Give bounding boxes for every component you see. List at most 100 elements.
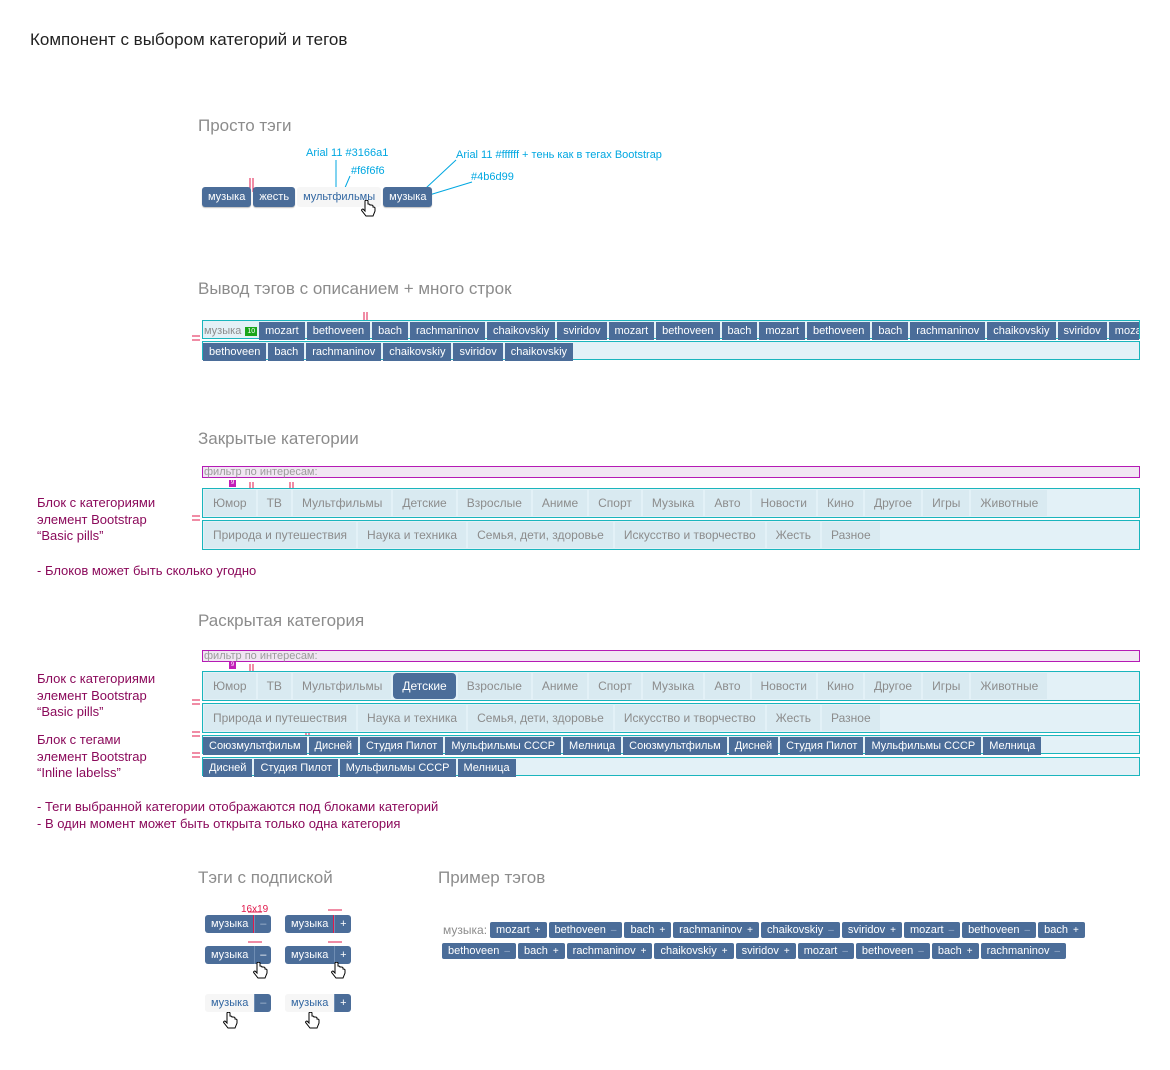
example-tag[interactable]: rachmaninov– (980, 943, 1067, 959)
category-pill[interactable]: Разное (822, 522, 880, 548)
category-pill[interactable]: Новости (751, 673, 816, 699)
example-tag[interactable]: sviridov+ (735, 943, 796, 959)
tag-item[interactable]: bethoveen (306, 322, 371, 340)
tag-item[interactable]: rachmaninov (306, 343, 382, 361)
category-pill[interactable]: Природа и путешествия (204, 522, 357, 548)
example-tag[interactable]: rachmaninov+ (566, 943, 653, 959)
tag-cartoons-hover[interactable]: мультфильмы (297, 187, 382, 207)
minus-icon[interactable]: – (253, 915, 272, 933)
category-pill[interactable]: Юмор (204, 490, 256, 516)
tag-item[interactable]: chaikovskiy (504, 343, 574, 361)
category-pill[interactable]: Спорт (589, 673, 641, 699)
tag-item[interactable]: chaikovskiy (486, 322, 556, 340)
example-tag[interactable]: chaikovskiy+ (654, 943, 734, 959)
tag-item[interactable]: bach (872, 322, 909, 340)
tag-item[interactable]: Мульфильмы СССР (445, 737, 562, 755)
category-pill[interactable]: Кино (817, 673, 863, 699)
plus-icon[interactable]: + (334, 946, 352, 964)
category-pill[interactable]: ТВ (257, 673, 291, 699)
category-pill[interactable]: Аниме (532, 490, 588, 516)
category-pill[interactable]: Кино (817, 490, 863, 516)
subscribe-tag-plus-hover[interactable]: музыка + (285, 915, 352, 933)
category-pill-active[interactable]: Детские (393, 673, 456, 699)
category-pill[interactable]: Разное (822, 705, 880, 731)
example-tag[interactable]: sviridov+ (841, 922, 902, 938)
tag-item[interactable]: rachmaninov (910, 322, 986, 340)
category-pill[interactable]: Мультфильмы (292, 490, 392, 516)
category-pill[interactable]: Жесть (766, 522, 820, 548)
category-pill[interactable]: Авто (705, 490, 750, 516)
tag-item[interactable]: Мелница (563, 737, 622, 755)
subscribe-tag-plus-light[interactable]: музыка + (285, 994, 352, 1012)
category-pill[interactable]: Жесть (766, 705, 820, 731)
example-tag[interactable]: bach+ (1038, 922, 1085, 938)
example-tag[interactable]: mozart– (903, 922, 961, 938)
tag-item[interactable]: mozart (759, 322, 806, 340)
category-pill[interactable]: Спорт (589, 490, 641, 516)
tag-item[interactable]: chaikovskiy (987, 322, 1056, 340)
example-tag[interactable]: mozart– (797, 943, 854, 959)
tag-item[interactable]: rachmaninov (409, 322, 485, 340)
example-tag[interactable]: mozart+ (490, 922, 547, 938)
subscribe-tag-minus-active[interactable]: музыка – (205, 946, 272, 964)
category-pill[interactable]: ТВ (257, 490, 291, 516)
tag-item[interactable]: bethoveen (807, 322, 871, 340)
example-tag[interactable]: bach+ (931, 943, 979, 959)
tag-item[interactable]: bach (268, 343, 305, 361)
plus-icon[interactable]: + (334, 994, 352, 1012)
example-tag[interactable]: chaikovskiy– (761, 922, 840, 938)
subscribe-tag-plus-active[interactable]: музыка + (285, 946, 352, 964)
tag-item[interactable]: Мелница (983, 737, 1042, 755)
example-tag[interactable]: bethoveen– (548, 922, 623, 938)
tag-item[interactable]: sviridov (453, 343, 503, 361)
tag-item[interactable]: Мульфильмы СССР (865, 737, 982, 755)
tag-item[interactable]: Союзмультфильм (203, 737, 307, 755)
category-pill[interactable]: Взрослые (457, 490, 531, 516)
category-pill[interactable]: Детские (393, 490, 456, 516)
category-pill[interactable]: Игры (923, 490, 970, 516)
tag-item[interactable]: Дисней (728, 737, 779, 755)
tag-item[interactable]: mozart (608, 322, 655, 340)
category-pill[interactable]: Семья, дети, здоровье (468, 705, 613, 731)
tag-music-2[interactable]: музыка (383, 187, 433, 207)
category-pill[interactable]: Наука и техника (358, 705, 467, 731)
tag-item[interactable]: bethoveen (203, 343, 267, 361)
tag-music[interactable]: музыка (202, 187, 252, 207)
tag-item[interactable]: mozart (1108, 322, 1139, 340)
category-pill[interactable]: Мультфильмы (292, 673, 392, 699)
tag-item[interactable]: Дисней (203, 759, 253, 777)
example-tag[interactable]: bach+ (517, 943, 565, 959)
category-pill[interactable]: Аниме (532, 673, 588, 699)
subscribe-tag-minus-light[interactable]: музыка – (205, 994, 272, 1012)
tag-item[interactable]: bach (372, 322, 408, 340)
minus-icon[interactable]: – (254, 994, 272, 1012)
subscribe-tag-minus-hover[interactable]: музыка – (205, 915, 272, 933)
category-pill[interactable]: Игры (923, 673, 970, 699)
tag-item[interactable]: Студия Пилот (780, 737, 864, 755)
category-pill[interactable]: Животные (971, 490, 1048, 516)
tag-item[interactable]: sviridov (557, 322, 607, 340)
tag-item[interactable]: Союзмультфильм (623, 737, 727, 755)
tag-item[interactable]: bach (721, 322, 758, 340)
tag-item[interactable]: Дисней (308, 737, 358, 755)
category-pill[interactable]: Авто (705, 673, 750, 699)
category-pill[interactable]: Искусство и творчество (614, 705, 765, 731)
tag-item[interactable]: chaikovskiy (383, 343, 452, 361)
tag-item[interactable]: sviridov (1057, 322, 1107, 340)
minus-icon[interactable]: – (254, 946, 272, 964)
category-pill[interactable]: Новости (751, 490, 816, 516)
category-pill[interactable]: Семья, дети, здоровье (468, 522, 613, 548)
tag-zhest[interactable]: жесть (253, 187, 296, 207)
example-tag[interactable]: rachmaninov+ (673, 922, 759, 938)
example-tag[interactable]: bethoveen– (442, 943, 516, 959)
tag-item[interactable]: bethoveen (656, 322, 720, 340)
category-pill[interactable]: Искусство и творчество (614, 522, 765, 548)
category-pill[interactable]: Наука и техника (358, 522, 467, 548)
tag-item[interactable]: mozart (259, 322, 305, 340)
category-pill[interactable]: Музыка (642, 490, 704, 516)
category-pill[interactable]: Взрослые (457, 673, 531, 699)
tag-item[interactable]: Студия Пилот (359, 737, 444, 755)
category-pill[interactable]: Музыка (642, 673, 704, 699)
category-pill[interactable]: Юмор (204, 673, 256, 699)
tag-item[interactable]: Мульфильмы СССР (339, 759, 456, 777)
